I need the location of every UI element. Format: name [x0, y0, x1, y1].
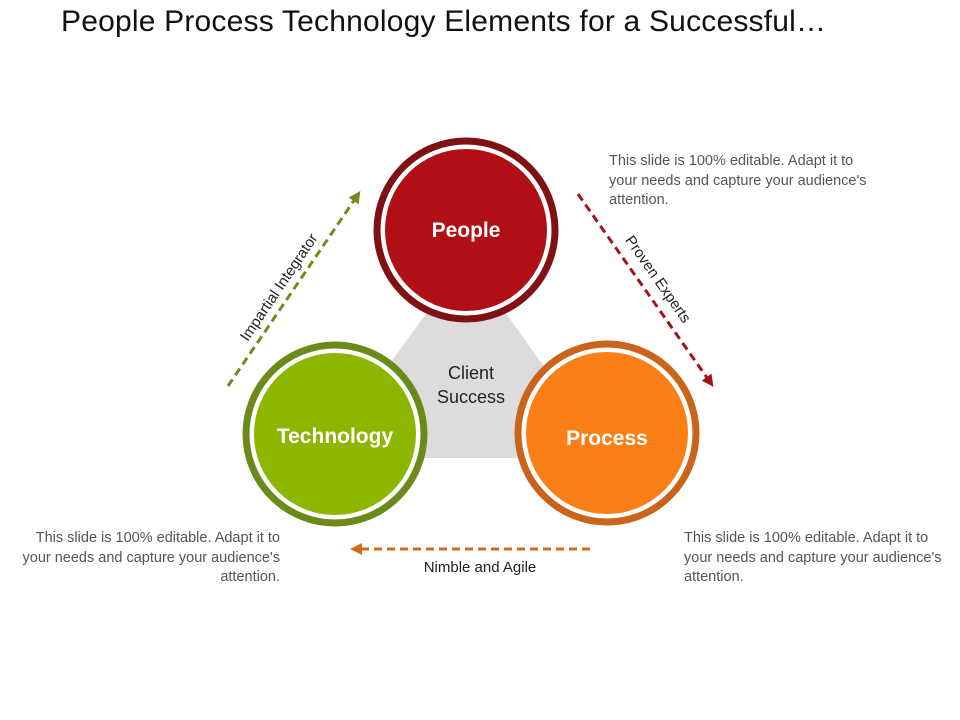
description-bottom-left: This slide is 100% editable. Adapt it to… [22, 530, 281, 585]
description-bottom-right: This slide is 100% editable. Adapt it to… [684, 530, 942, 585]
impartial-integrator-label: Impartial Integrator [237, 231, 321, 345]
description-top-right: This slide is 100% editable. Adapt it to… [609, 153, 867, 208]
technology-label: Technology [277, 425, 394, 448]
technology-node: Technology [242, 341, 428, 527]
people-label: People [432, 219, 501, 242]
slide-title: People Process Technology Elements for a… [61, 5, 827, 38]
proven-experts-label: Proven Experts [621, 233, 694, 327]
people-node: People [373, 137, 559, 323]
center-label-line2: Success [437, 387, 505, 407]
center-label-line1: Client [448, 363, 494, 383]
process-label: Process [566, 427, 648, 450]
process-node: Process [514, 340, 700, 526]
nimble-agile-label: Nimble and Agile [424, 559, 537, 576]
